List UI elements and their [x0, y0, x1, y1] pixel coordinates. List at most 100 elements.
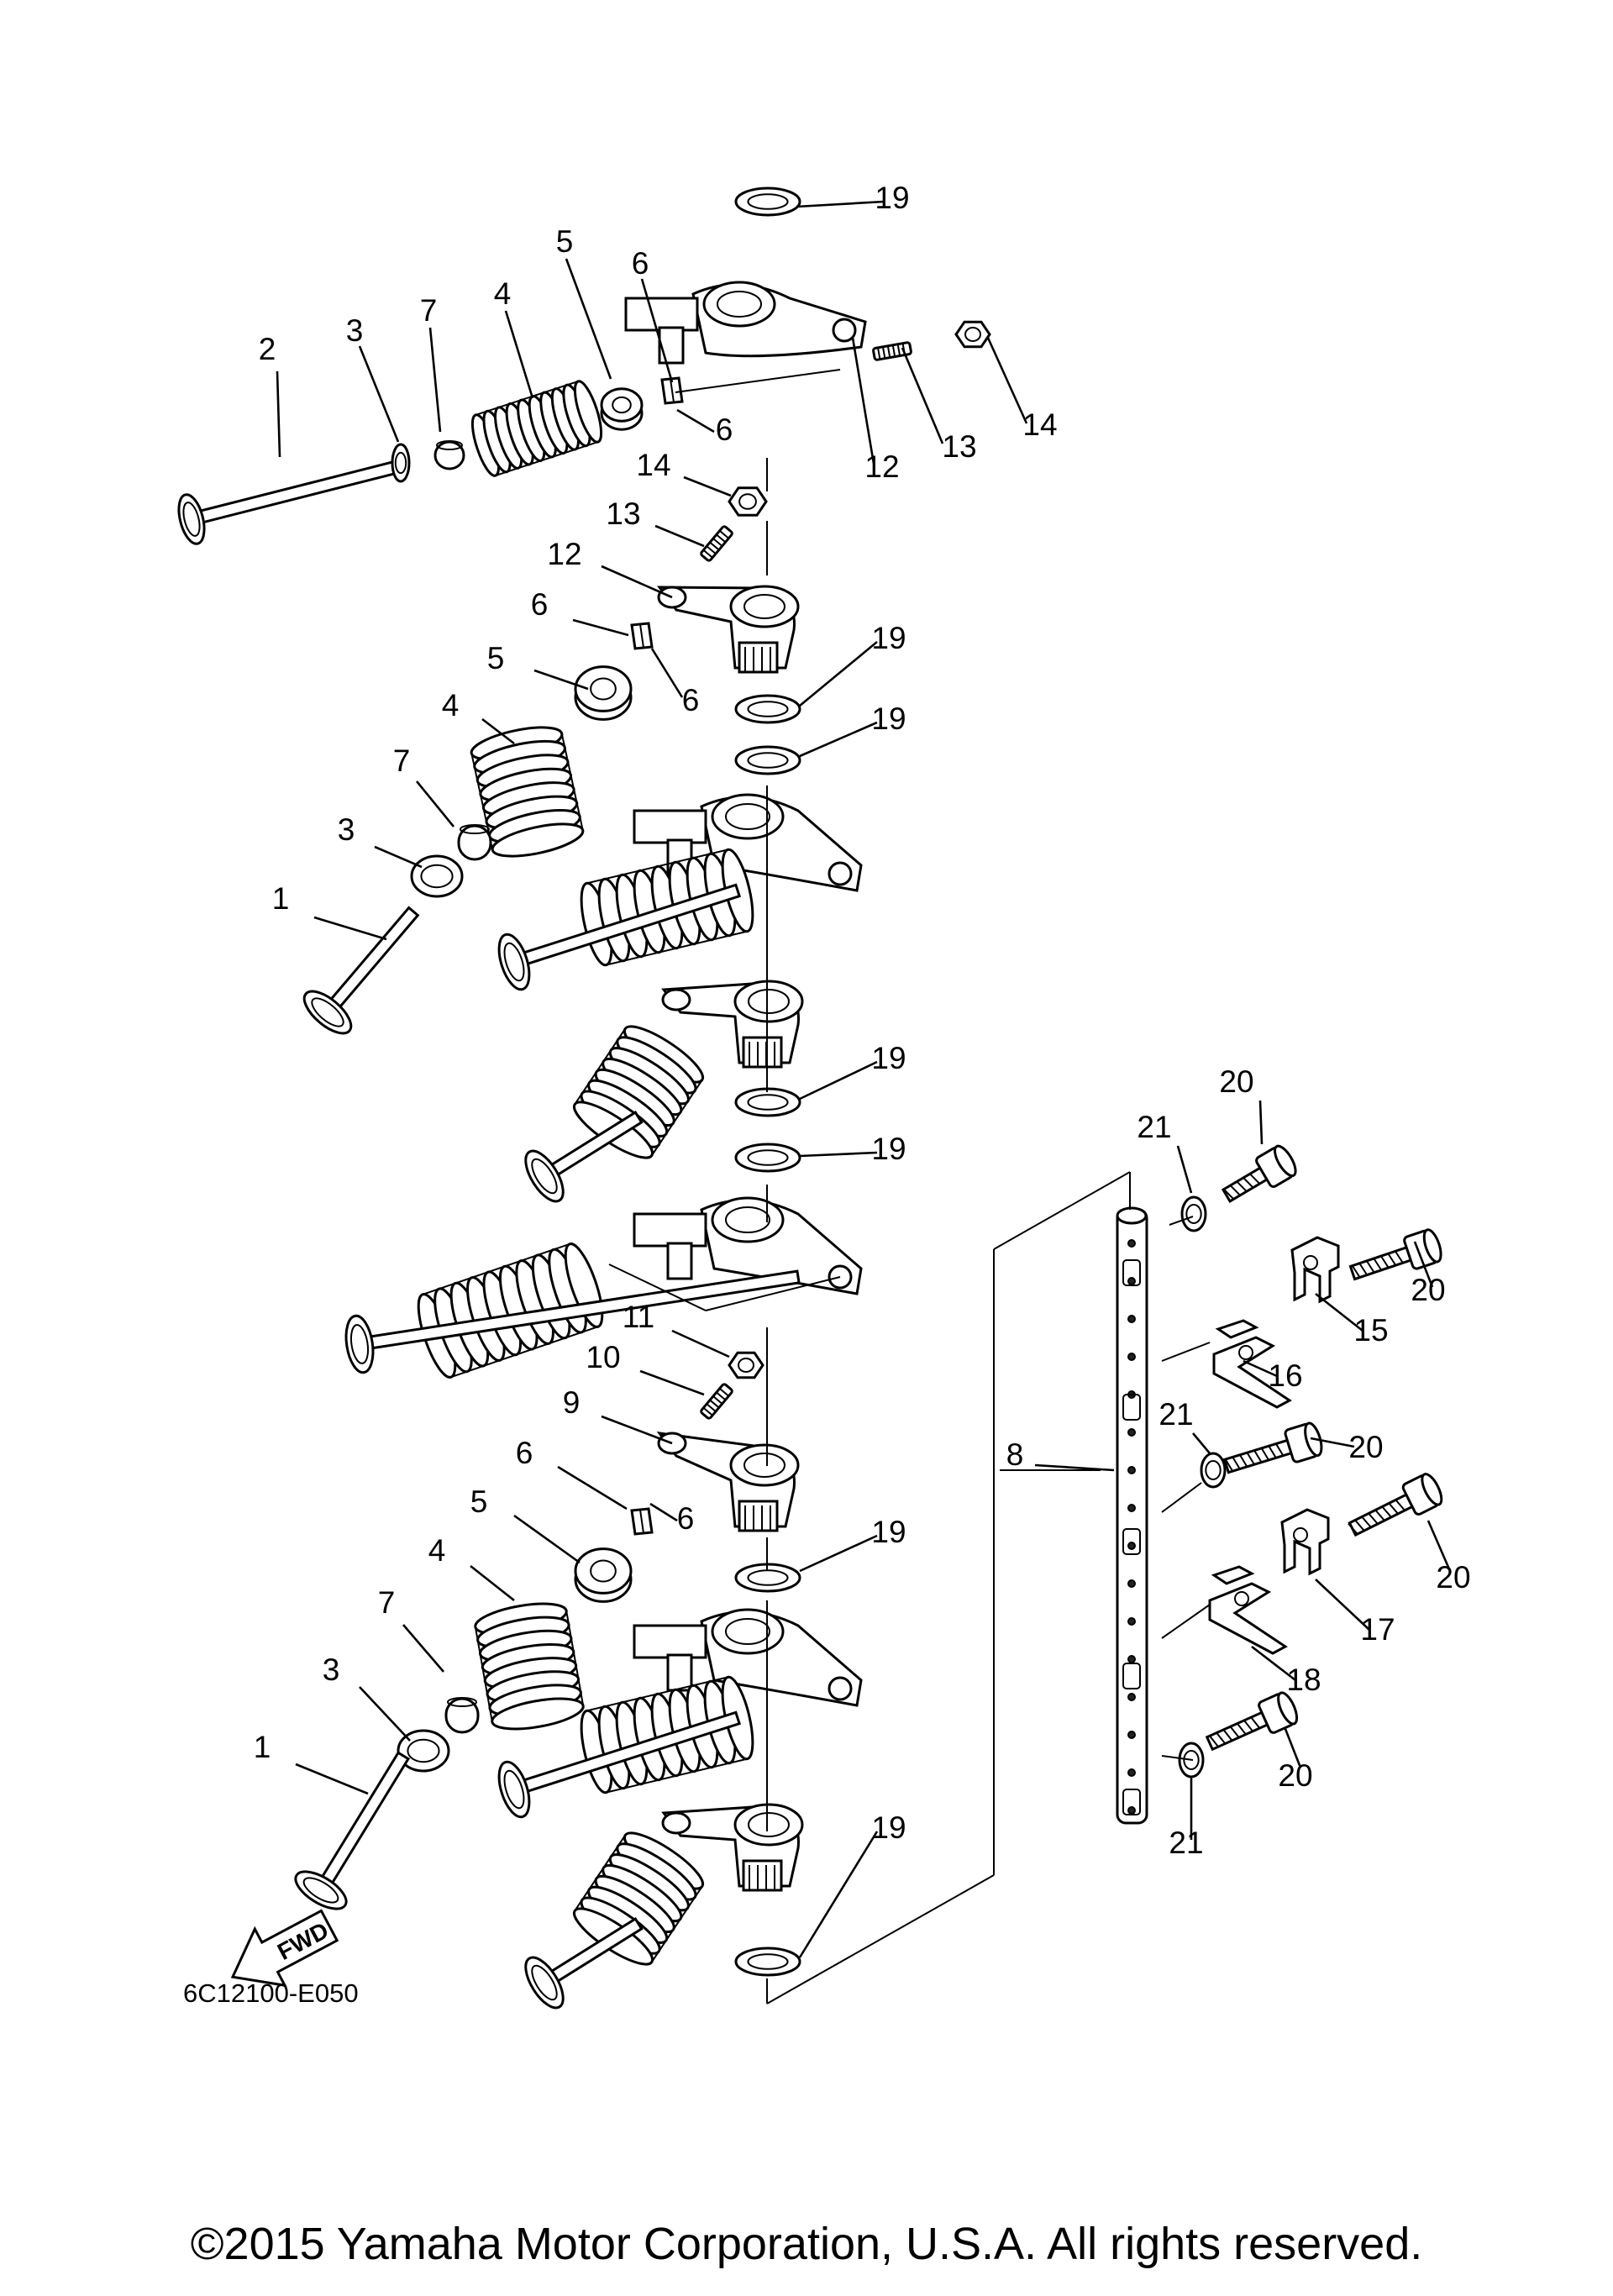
- stopper-clip-16: [1212, 1319, 1292, 1409]
- centre-line: [1169, 1216, 1194, 1226]
- shim-7: [734, 1947, 801, 1977]
- leader-line: [986, 337, 1028, 424]
- copyright-notice: ©2015 Yamaha Motor Corporation, U.S.A. A…: [190, 2219, 1423, 2269]
- leader-line: [798, 1831, 879, 1958]
- callout-7: 7: [378, 1585, 396, 1620]
- stopper-clip-18: [1208, 1565, 1288, 1655]
- leader-line: [359, 1686, 411, 1742]
- leader-line: [1310, 1437, 1355, 1448]
- callout-4: 4: [428, 1533, 446, 1568]
- centre-line: [1161, 1342, 1211, 1362]
- callout-12: 12: [864, 449, 899, 484]
- callout-9: 9: [563, 1385, 581, 1420]
- locknut-top: [954, 320, 991, 349]
- rocker-arm-8: [661, 1803, 804, 1892]
- callout-20: 20: [1219, 1064, 1253, 1099]
- leader-line: [640, 278, 674, 383]
- callout-12: 12: [547, 537, 581, 571]
- centre-line: [1161, 1482, 1202, 1513]
- leader-line: [572, 618, 629, 637]
- callout-20: 20: [1436, 1560, 1470, 1595]
- valve-stem-seal-top: [433, 440, 465, 470]
- valve-spring-top: [470, 380, 603, 477]
- leader-line: [470, 1564, 515, 1602]
- leader-line: [428, 327, 442, 433]
- callout-3: 3: [338, 812, 355, 847]
- bolt-20e: [1205, 1691, 1299, 1752]
- callout-19: 19: [875, 181, 909, 215]
- leader-line: [313, 916, 387, 941]
- spring-seat-2: [410, 854, 464, 898]
- callout-7: 7: [420, 293, 438, 328]
- exhaust-valve-4: [524, 1110, 644, 1203]
- leader-line: [557, 1465, 628, 1511]
- callout-6: 6: [531, 587, 549, 622]
- bracket-15: [1290, 1236, 1340, 1304]
- centre-line: [608, 1264, 707, 1311]
- valve-cotter-top: [660, 376, 684, 405]
- intake-valve-top: [177, 460, 400, 545]
- bracket-17: [1280, 1508, 1330, 1576]
- bolt-20d: [1348, 1473, 1443, 1537]
- callout-2: 2: [259, 332, 276, 366]
- adjusting-screw-top: [872, 341, 912, 361]
- leader-line: [1315, 1292, 1363, 1332]
- callout-14: 14: [636, 448, 670, 482]
- callout-7: 7: [393, 743, 411, 778]
- callout-3: 3: [346, 313, 364, 348]
- centre-line: [1161, 1604, 1211, 1639]
- leader-line: [358, 345, 400, 443]
- valve-retainer-top: [600, 387, 644, 431]
- callout-20: 20: [1278, 1758, 1312, 1793]
- leader-lines: [276, 200, 1452, 1958]
- valve-stem-seal-2: [457, 824, 492, 861]
- leader-line: [513, 1514, 581, 1564]
- leader-line: [799, 640, 878, 707]
- callout-19: 19: [871, 1515, 906, 1549]
- valve-cotter-2: [630, 622, 654, 650]
- callout-5: 5: [470, 1484, 488, 1519]
- intake-valve-3: [497, 883, 742, 991]
- leader-line: [402, 1624, 444, 1673]
- drawing-code: 6C12100-E050: [183, 1978, 359, 2008]
- leader-line: [799, 721, 878, 758]
- callout-5: 5: [556, 224, 574, 259]
- leader-line: [1413, 1241, 1434, 1288]
- valve-spring-6: [474, 1602, 585, 1731]
- leader-line: [1258, 1100, 1264, 1145]
- callout-19: 19: [871, 1810, 906, 1845]
- callout-6: 6: [632, 246, 649, 281]
- leader-line: [639, 1369, 705, 1396]
- leader-line: [295, 1763, 369, 1795]
- rocker-arm-4: [661, 980, 804, 1069]
- callout-3: 3: [323, 1652, 340, 1687]
- valve-spring-4: [572, 1025, 705, 1159]
- leader-line: [374, 845, 423, 869]
- spring-seat-6: [397, 1729, 450, 1773]
- callout-18: 18: [1286, 1663, 1321, 1697]
- valve-retainer-6: [574, 1547, 633, 1603]
- callout-5: 5: [487, 641, 505, 675]
- callout-6: 6: [516, 1436, 533, 1470]
- callout-20: 20: [1348, 1430, 1383, 1464]
- leader-line: [1034, 1463, 1115, 1472]
- callout-6: 6: [682, 683, 700, 717]
- centre-line: [993, 1171, 1131, 1250]
- bolt-20b: [1348, 1228, 1442, 1281]
- leader-line: [799, 1151, 878, 1158]
- callout-14: 14: [1022, 407, 1057, 442]
- leader-line: [901, 347, 944, 444]
- callout-20: 20: [1411, 1273, 1445, 1307]
- callout-4: 4: [494, 276, 512, 311]
- leader-line: [565, 258, 612, 380]
- rocker-arm-shaft: [1116, 1206, 1148, 1825]
- rocker-arm-7: [633, 1608, 863, 1707]
- callout-19: 19: [871, 701, 906, 736]
- leader-line: [683, 475, 732, 497]
- callout-11: 11: [623, 1300, 654, 1334]
- leader-line: [601, 565, 673, 599]
- adjusting-screw-2: [700, 525, 733, 562]
- leader-line: [799, 1534, 878, 1573]
- callout-1: 1: [254, 1730, 271, 1764]
